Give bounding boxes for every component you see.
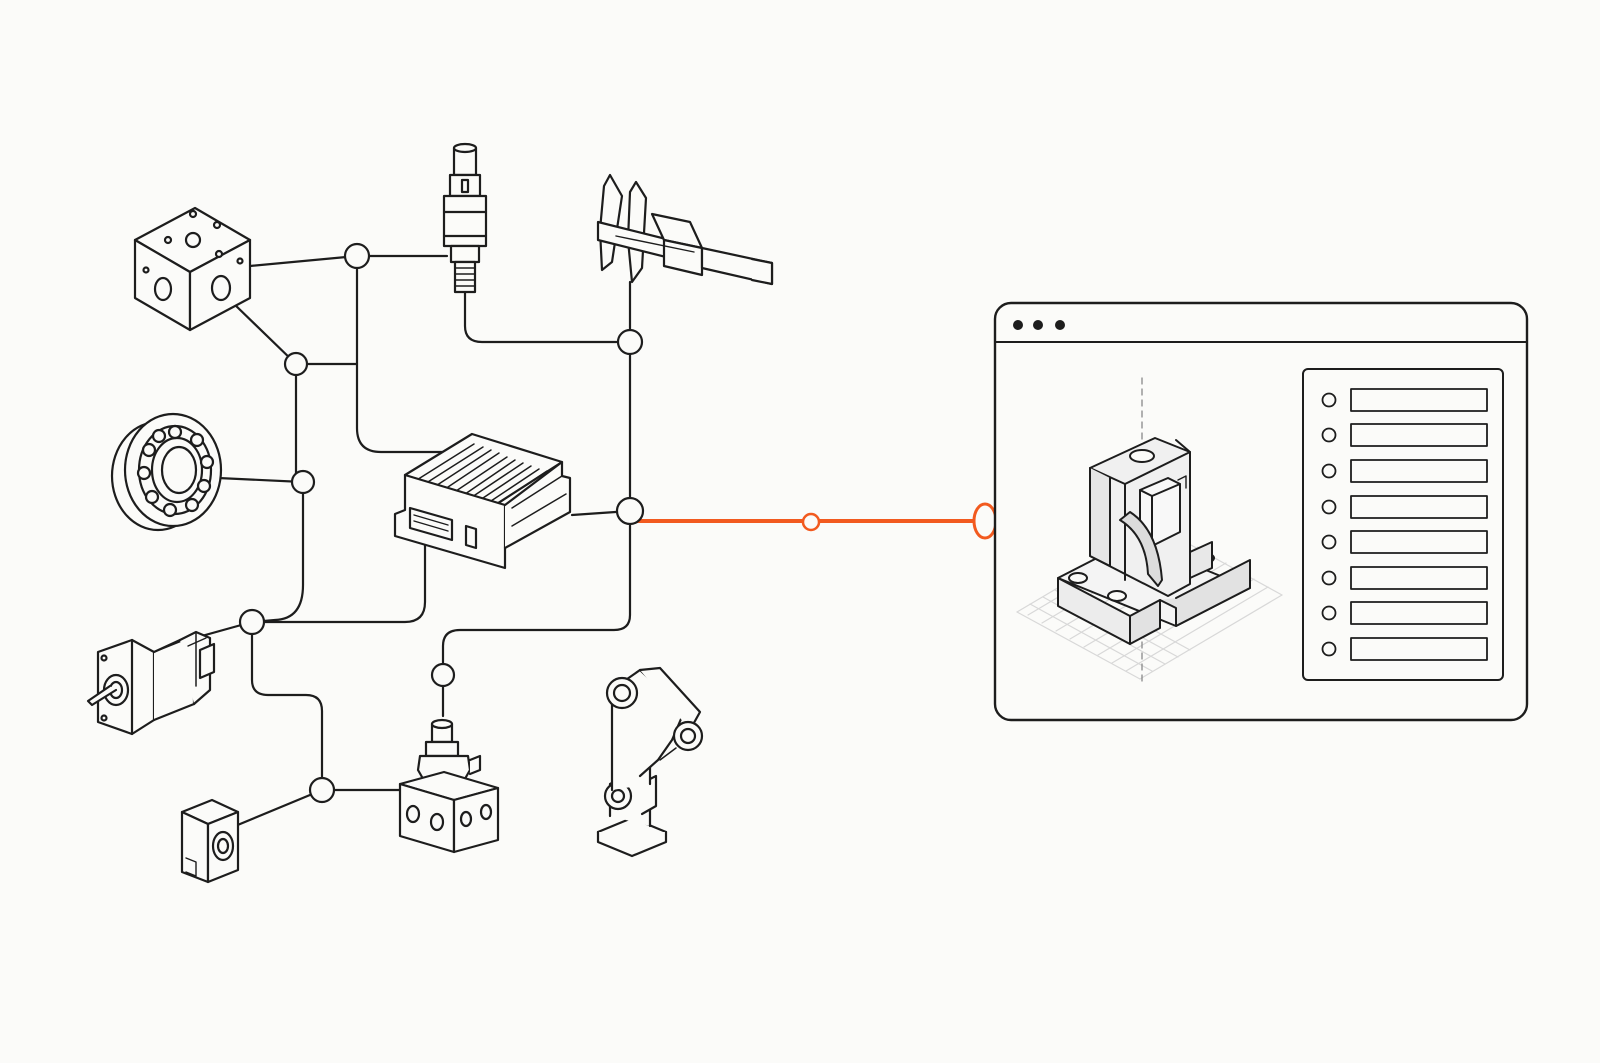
junction-node[interactable] (290, 469, 316, 495)
parameter-field[interactable] (1350, 637, 1488, 661)
network-wires (196, 254, 632, 831)
parameter-list (1321, 388, 1488, 661)
list-item[interactable] (1321, 495, 1488, 519)
parameter-field[interactable] (1350, 566, 1488, 590)
list-item[interactable] (1321, 459, 1488, 483)
data-link (628, 502, 998, 540)
junction-node[interactable] (430, 662, 456, 688)
ball-bearing-icon[interactable] (110, 412, 223, 532)
app-window (993, 301, 1529, 722)
parameter-field[interactable] (1350, 601, 1488, 625)
parameter-panel (1302, 368, 1504, 681)
close-dot-icon[interactable] (1013, 320, 1023, 330)
list-item[interactable] (1321, 601, 1488, 625)
pressure-sensor-icon[interactable] (442, 142, 488, 294)
proximity-sensor-icon[interactable] (180, 798, 240, 884)
cad-part-icon (1057, 437, 1251, 645)
list-item[interactable] (1321, 566, 1488, 590)
list-item[interactable] (1321, 423, 1488, 447)
junction-node[interactable] (343, 242, 371, 270)
junction-node[interactable] (238, 608, 266, 636)
junction-node[interactable] (308, 776, 336, 804)
parameter-field[interactable] (1350, 495, 1488, 519)
minimize-dot-icon[interactable] (1033, 320, 1043, 330)
caliper-icon[interactable] (596, 173, 774, 286)
window-controls (1013, 320, 1065, 330)
parameter-field[interactable] (1350, 459, 1488, 483)
manifold-block-icon[interactable] (133, 206, 252, 332)
servo-motor-icon[interactable] (86, 630, 216, 736)
list-item[interactable] (1321, 637, 1488, 661)
parameter-field[interactable] (1350, 388, 1488, 412)
radio-button[interactable] (1321, 641, 1337, 657)
parameter-field[interactable] (1350, 423, 1488, 447)
radio-button[interactable] (1321, 499, 1337, 515)
valve-manifold-icon[interactable] (398, 718, 500, 854)
robot-arm-icon[interactable] (596, 666, 704, 858)
junction-node[interactable] (616, 328, 644, 356)
radio-button[interactable] (1321, 463, 1337, 479)
list-item[interactable] (1321, 530, 1488, 554)
radio-button[interactable] (1321, 427, 1337, 443)
radio-button[interactable] (1321, 392, 1337, 408)
junction-nodes (238, 242, 645, 804)
maximize-dot-icon[interactable] (1055, 320, 1065, 330)
list-item[interactable] (1321, 388, 1488, 412)
controller-module-icon[interactable] (393, 432, 572, 570)
cad-viewport[interactable] (1016, 377, 1283, 687)
radio-button[interactable] (1321, 605, 1337, 621)
radio-button[interactable] (1321, 570, 1337, 586)
link-port-node (972, 502, 998, 540)
parameter-field[interactable] (1350, 530, 1488, 554)
junction-node[interactable] (283, 351, 309, 377)
radio-button[interactable] (1321, 534, 1337, 550)
link-midpoint-node (801, 512, 821, 532)
junction-node[interactable] (615, 496, 645, 526)
panel-frame (1302, 368, 1504, 681)
